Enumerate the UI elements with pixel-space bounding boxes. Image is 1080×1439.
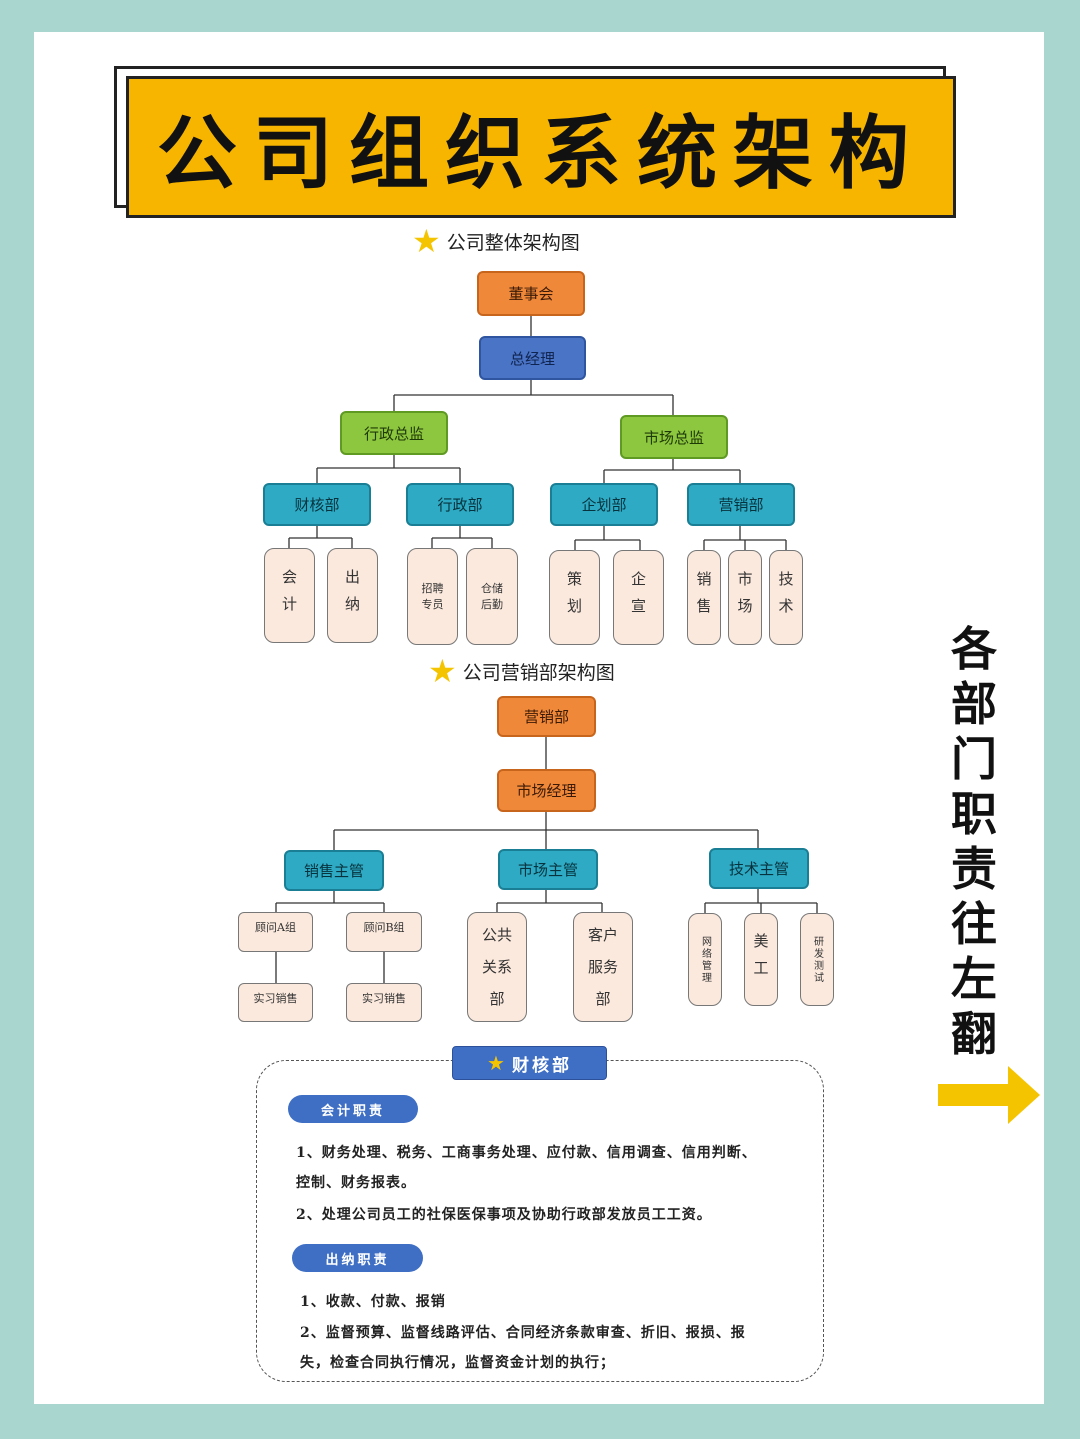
star-icon: ★ — [412, 222, 441, 260]
pill-cashier-duties: 出纳职责 — [292, 1244, 423, 1272]
unit-publicity: 企宣 — [613, 550, 664, 645]
unit-planning: 策划 — [549, 550, 600, 645]
unit-network-management: 网络管理 — [688, 913, 722, 1006]
duty-line: 1、收款、付款、报销 — [300, 1294, 446, 1310]
unit-accounting: 会计 — [264, 548, 315, 643]
panel-tag-label: 财核部 — [511, 1055, 572, 1076]
group-consultant-b: 顾问B组 — [346, 912, 422, 952]
flip-hint-text: 各部门职责往左翻 — [951, 622, 997, 1061]
title-banner: 公司组织系统架构 — [126, 76, 956, 218]
node-marketing-top: 营销部 — [497, 696, 596, 737]
star-icon: ★ — [428, 652, 457, 690]
node-tech-supervisor: 技术主管 — [709, 848, 809, 889]
page-title: 公司组织系统架构 — [157, 106, 925, 200]
section-heading-marketing: ★ 公司营销部架构图 — [428, 652, 615, 690]
unit-design: 美工 — [744, 913, 778, 1006]
node-general-manager: 总经理 — [479, 336, 586, 380]
node-planning-dept: 企划部 — [550, 483, 658, 526]
duty-line: 2、监督预算、监督线路评估、合同经济条款审查、折旧、报损、报 — [300, 1325, 746, 1341]
duty-line: 2、处理公司员工的社保医保事项及协助行政部发放员工工资。 — [296, 1207, 712, 1223]
star-icon: ★ — [487, 1051, 508, 1075]
unit-rd-testing: 研发测试 — [800, 913, 834, 1006]
duty-line: 控制、财务报表。 — [296, 1175, 416, 1191]
node-marketing-dept: 营销部 — [687, 483, 795, 526]
group-intern-sales-a: 实习销售 — [238, 983, 313, 1022]
right-arrow-icon — [938, 1066, 1040, 1124]
section-heading-text: 公司营销部架构图 — [462, 661, 615, 684]
node-market-director: 市场总监 — [620, 415, 728, 459]
section-heading-overall: ★ 公司整体架构图 — [412, 222, 580, 260]
node-finance-dept: 财核部 — [263, 483, 371, 526]
node-market-manager: 市场经理 — [497, 769, 596, 812]
node-admin-director: 行政总监 — [340, 411, 448, 455]
group-intern-sales-b: 实习销售 — [346, 983, 422, 1022]
node-sales-supervisor: 销售主管 — [284, 850, 384, 891]
unit-logistics: 仓储后勤 — [466, 548, 518, 645]
section-heading-text: 公司整体架构图 — [446, 231, 580, 254]
group-consultant-a: 顾问A组 — [238, 912, 313, 952]
node-market-supervisor: 市场主管 — [498, 849, 598, 890]
pill-accounting-duties: 会计职责 — [288, 1095, 418, 1123]
node-admin-dept: 行政部 — [406, 483, 514, 526]
unit-cashier: 出纳 — [327, 548, 378, 643]
unit-customer-service: 客户服务部 — [573, 912, 633, 1022]
unit-public-relations: 公共关系部 — [467, 912, 527, 1022]
unit-recruiter: 招聘专员 — [407, 548, 458, 645]
duty-line: 1、财务处理、税务、工商事务处理、应付款、信用调查、信用判断、 — [296, 1145, 757, 1161]
panel-tag: ★ 财核部 — [452, 1046, 607, 1080]
unit-tech: 技术 — [769, 550, 803, 645]
node-board: 董事会 — [477, 271, 585, 316]
unit-market: 市场 — [728, 550, 762, 645]
unit-sales: 销售 — [687, 550, 721, 645]
duty-line: 失，检查合同执行情况，监督资金计划的执行； — [300, 1355, 615, 1371]
